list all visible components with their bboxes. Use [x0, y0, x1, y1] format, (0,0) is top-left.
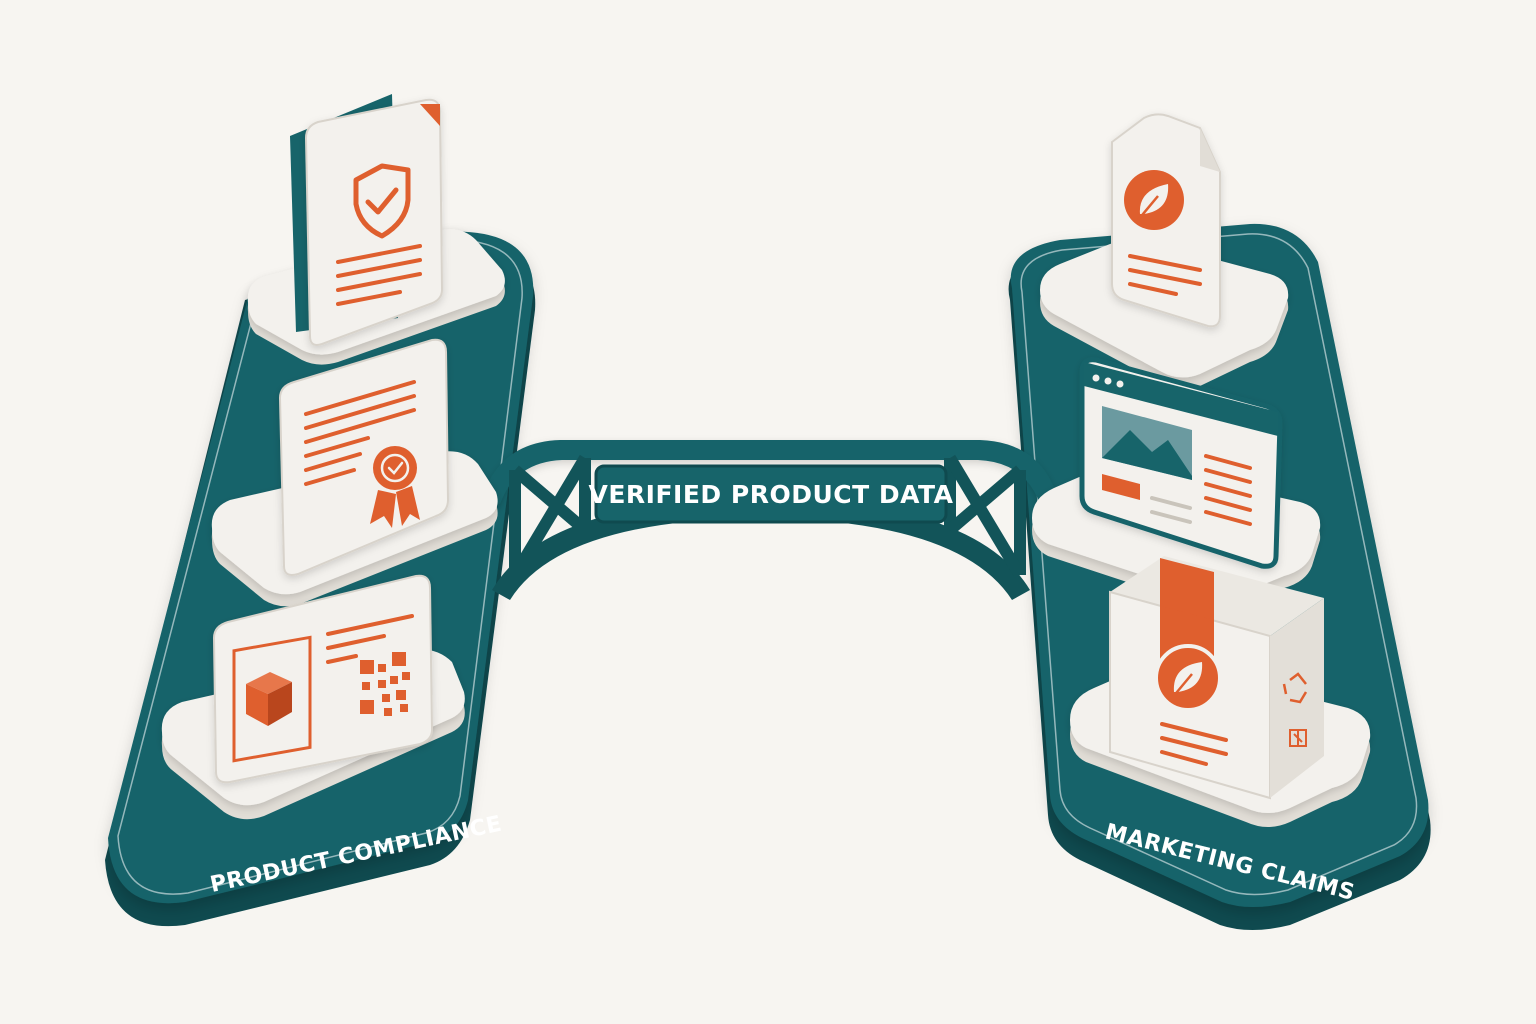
- left-product-card: [212, 574, 434, 784]
- shield-check-icon: [353, 163, 411, 239]
- right-truss: [944, 454, 1026, 579]
- document-text-lines: [336, 244, 422, 306]
- award-ribbon-icon: [370, 446, 420, 528]
- window-dots: [1092, 374, 1124, 388]
- left-truss: [509, 454, 591, 579]
- left-certificate-card: [278, 338, 450, 576]
- qr-code-icon: [360, 652, 410, 716]
- product-text-lines: [326, 614, 414, 664]
- right-eco-tag: [1111, 113, 1221, 328]
- bridge: VERIFIED PRODUCT DATA: [482, 440, 1058, 600]
- image-icon: [1102, 406, 1192, 480]
- left-document-card: [290, 94, 444, 346]
- recycle-icon: [1282, 672, 1308, 704]
- leaf-icon: [1154, 644, 1222, 712]
- certificate-text-lines: [304, 380, 416, 486]
- web-gray-lines: [1150, 496, 1192, 524]
- bridge-label: VERIFIED PRODUCT DATA: [589, 480, 954, 509]
- leaf-icon: [1124, 170, 1184, 230]
- box-symbol-icon: [1289, 729, 1307, 747]
- right-web-page: [1079, 357, 1283, 569]
- right-product-box: [1109, 556, 1324, 800]
- tag-text-lines: [1128, 254, 1202, 296]
- web-text-lines: [1204, 454, 1252, 526]
- bridge-label-plate: [594, 464, 948, 524]
- cube-icon: [246, 672, 292, 726]
- box-text-lines: [1160, 722, 1228, 766]
